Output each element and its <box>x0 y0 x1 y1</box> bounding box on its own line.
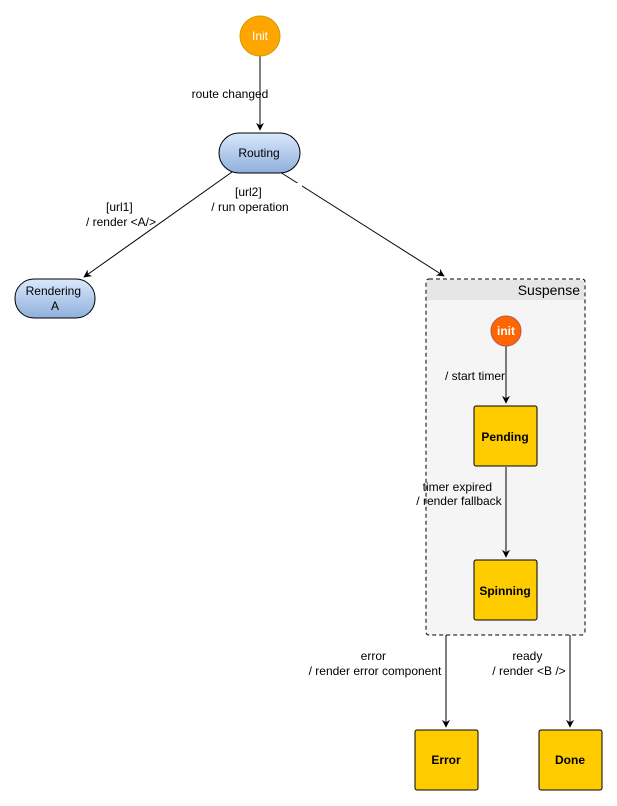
node-suspense-init: init <box>490 315 522 347</box>
done-shape <box>538 729 603 791</box>
edges <box>83 56 574 728</box>
label-start-timer: / start timer <box>445 369 505 383</box>
rendering-shape <box>14 278 96 319</box>
node-routing: Routing <box>218 132 301 174</box>
suspense-header <box>427 280 584 300</box>
node-rendering-a: Rendering A <box>14 278 96 319</box>
suspense-title: Suspense <box>518 282 580 298</box>
label-url2-bg <box>223 183 302 215</box>
pending-label: Pending <box>481 430 528 444</box>
node-error: Error <box>414 729 479 791</box>
node-init: Init <box>239 15 281 57</box>
rendering-label: Rendering A <box>26 284 85 313</box>
error-shape <box>414 729 479 791</box>
label-url1: [url1] / render <A/> <box>86 200 156 229</box>
edge-routing-suspense <box>279 171 445 277</box>
edge-labels: route changed [url2] / run operation [ur… <box>86 87 566 678</box>
pending-shape <box>473 405 538 467</box>
spinning-label: Spinning <box>479 584 530 598</box>
init-circle <box>239 15 281 57</box>
label-route-changed: route changed <box>192 87 269 101</box>
error-label: Error <box>431 753 461 767</box>
node-pending: Pending <box>473 405 538 467</box>
label-timer-expired: timer expired / render fallback <box>416 480 502 508</box>
suspense-init-label: init <box>497 324 515 338</box>
routing-shape <box>218 132 301 174</box>
label-error: error / render error component <box>309 649 442 678</box>
spinning-shape <box>473 559 538 621</box>
node-done: Done <box>538 729 603 791</box>
edge-routing-rendering <box>83 171 233 278</box>
routing-label: Routing <box>238 146 279 160</box>
suspense-init-circle <box>490 315 522 347</box>
label-ready: ready / render <B /> <box>492 649 565 678</box>
init-label: Init <box>252 29 269 43</box>
label-url2: [url2] / run operation <box>211 185 288 214</box>
done-label: Done <box>555 753 585 767</box>
node-spinning: Spinning <box>473 559 538 621</box>
